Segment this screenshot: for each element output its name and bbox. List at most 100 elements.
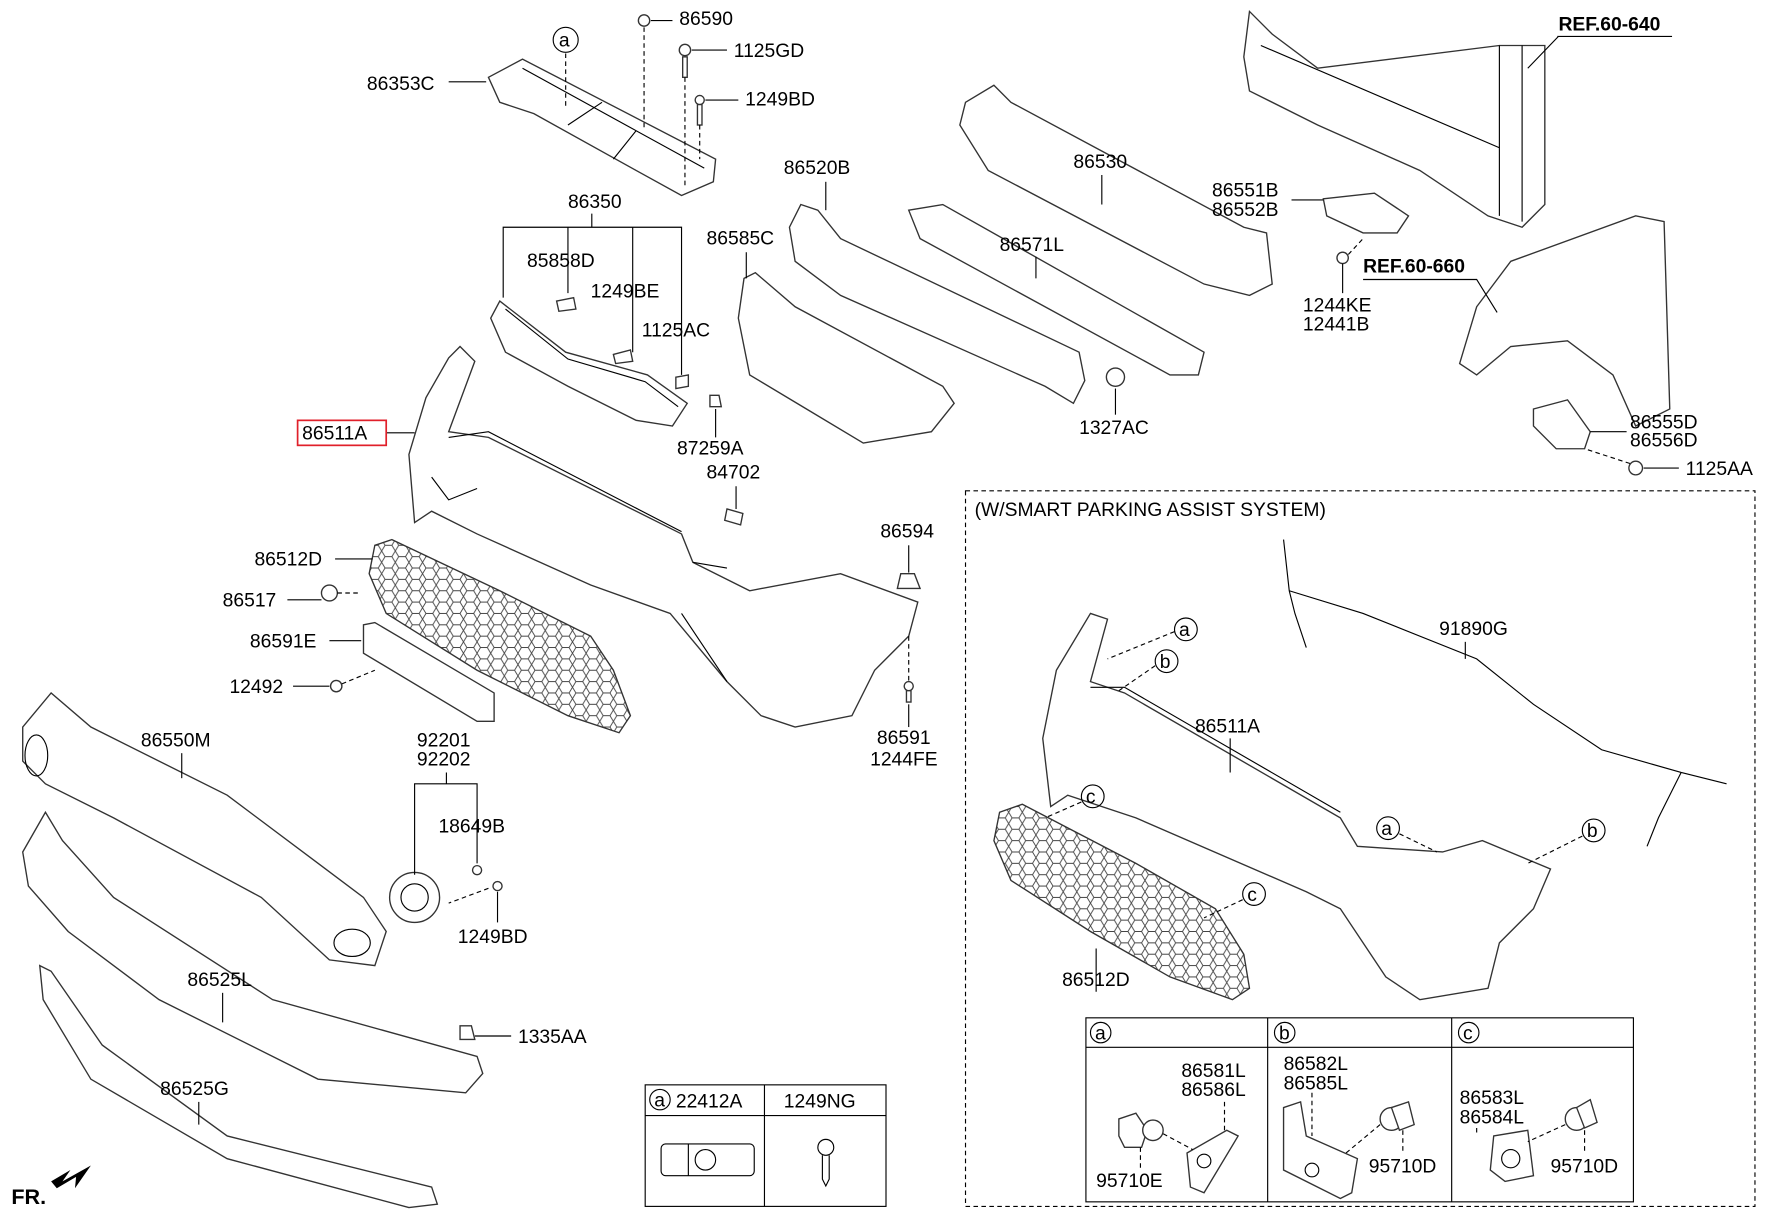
- part-86584L: 86584L: [1460, 1107, 1525, 1128]
- fastener-legend-table: a 22412A 1249NG: [644, 1084, 887, 1207]
- screw-1249BD-top[interactable]: [694, 94, 705, 160]
- screw-1244KE[interactable]: [1336, 238, 1364, 265]
- fender-ref-60-660[interactable]: [1458, 215, 1671, 427]
- bracket-86555D[interactable]: [1532, 399, 1592, 450]
- inset-title: (W/SMART PARKING ASSIST SYSTEM): [975, 500, 1326, 521]
- label-86591: 86591: [877, 728, 931, 749]
- label-86517: 86517: [223, 591, 277, 612]
- clip-86594[interactable]: [896, 573, 922, 590]
- screw-1249BE[interactable]: [612, 349, 634, 365]
- nut-1327AC[interactable]: [1105, 367, 1126, 387]
- front-direction-arrow-icon: [51, 1165, 91, 1189]
- wiring-harness-91890G[interactable]: [1282, 539, 1727, 847]
- inset-lower-grille-86512D[interactable]: [993, 803, 1251, 1001]
- bumper-cover-86511A[interactable]: [408, 345, 919, 728]
- label-86530: 86530: [1073, 152, 1127, 173]
- label-front: FR.: [11, 1184, 46, 1209]
- label-86591E: 86591E: [250, 632, 317, 653]
- label-86525G: 86525G: [160, 1079, 229, 1100]
- label-86556D: 86556D: [1630, 430, 1698, 451]
- bolt-86590[interactable]: [637, 14, 651, 131]
- part-86585L: 86585L: [1284, 1073, 1349, 1094]
- label-1125AA: 1125AA: [1686, 459, 1753, 480]
- label-84702[interactable]: [723, 508, 744, 526]
- label-1244FE: 1244FE: [870, 750, 938, 771]
- label-12441B: 12441B: [1303, 315, 1370, 336]
- clip-85858D[interactable]: [555, 296, 577, 313]
- svg-text:c: c: [1247, 885, 1257, 906]
- label-86594: 86594: [880, 521, 934, 542]
- label-1249BD-top: 1249BD: [745, 90, 815, 111]
- sensor-95710D-b: 95710D: [1369, 1156, 1437, 1177]
- inset-bumper-86511A[interactable]: [1042, 612, 1552, 1001]
- label-85858D: 85858D: [527, 251, 595, 272]
- screw-86591[interactable]: [903, 636, 914, 703]
- garnish-86525G[interactable]: [38, 964, 439, 1209]
- skid-plate-86550M[interactable]: [22, 691, 387, 967]
- label-ref-60-660[interactable]: REF.60-660: [1363, 257, 1465, 278]
- label-91890G: 91890G: [1439, 619, 1508, 640]
- label-86551B: 86551B: [1212, 181, 1279, 202]
- carrier-86585C[interactable]: [737, 271, 955, 444]
- bolt-1125AA[interactable]: [1584, 448, 1644, 476]
- plate-86591E[interactable]: [362, 621, 495, 723]
- inset-callouts: a b c c a b: [1044, 617, 1606, 919]
- label-12492: 12492: [229, 677, 283, 698]
- label-84702: 84702: [707, 462, 761, 483]
- label-ref-60-640[interactable]: REF.60-640: [1558, 15, 1660, 36]
- bracket-86551B[interactable]: [1322, 192, 1410, 234]
- part-86586L: 86586L: [1181, 1080, 1246, 1101]
- beam-86530[interactable]: [959, 84, 1273, 297]
- absorber-86520B[interactable]: [788, 203, 1086, 405]
- screw-18649B[interactable]: [471, 864, 483, 876]
- bolt-1125GD[interactable]: [678, 43, 692, 188]
- screw-1249BD-bottom[interactable]: [448, 880, 503, 904]
- label-1125AC: 1125AC: [642, 320, 710, 341]
- label-86525L: 86525L: [187, 970, 252, 991]
- label-92201: 92201: [417, 730, 471, 751]
- label-86590: 86590: [679, 9, 733, 30]
- label-86550M: 86550M: [141, 730, 211, 751]
- inset-label-86512D: 86512D: [1062, 970, 1130, 991]
- svg-text:a: a: [1179, 620, 1190, 641]
- label-86520B: 86520B: [784, 158, 851, 179]
- inset-label-86511A: 86511A: [1195, 717, 1260, 738]
- legend-part-22412A: 22412A: [676, 1092, 743, 1113]
- highlight-box-86511A: [296, 419, 388, 447]
- label-1244KE: 1244KE: [1303, 295, 1372, 316]
- part-86581L: 86581L: [1181, 1061, 1246, 1082]
- nut-87259A[interactable]: [709, 394, 723, 408]
- sensor-col-c-key: c: [1463, 1023, 1473, 1044]
- sensor-col-b-key: b: [1279, 1023, 1290, 1044]
- label-1125GD: 1125GD: [734, 41, 805, 62]
- absorber-86571L[interactable]: [907, 203, 1205, 376]
- svg-text:c: c: [1086, 787, 1096, 808]
- clip-1335AA[interactable]: [459, 1025, 476, 1041]
- screw-12492[interactable]: [329, 669, 376, 693]
- radiator-support-ref-60-640[interactable]: [1243, 9, 1546, 229]
- label-1335AA: 1335AA: [518, 1027, 587, 1048]
- label-86350: 86350: [568, 192, 622, 213]
- label-86353C: 86353C: [367, 74, 435, 95]
- svg-text:b: b: [1587, 821, 1598, 842]
- legend-part-1249NG: 1249NG: [784, 1092, 856, 1113]
- warning-label-icon: [660, 1143, 755, 1177]
- lower-grille-86512D[interactable]: [368, 538, 632, 734]
- screw-1249NG-icon: [817, 1138, 835, 1156]
- callout-a: [552, 26, 579, 53]
- label-86555D: 86555D: [1630, 412, 1698, 433]
- smart-parking-assist-inset: [964, 490, 1756, 1207]
- clip-86517[interactable]: [320, 584, 358, 602]
- fog-lamp-92201[interactable]: [388, 871, 441, 924]
- legend-key: a: [654, 1090, 665, 1111]
- label-1249BE: 1249BE: [591, 282, 660, 303]
- label-86511A: 86511A: [302, 424, 367, 445]
- grille-86350[interactable]: [489, 300, 689, 427]
- label-1249BD-bottom: 1249BD: [458, 927, 528, 948]
- label-86571L: 86571L: [1000, 235, 1065, 256]
- cover-86353C[interactable]: [487, 58, 717, 197]
- clip-1125AC[interactable]: [675, 374, 690, 390]
- svg-text:b: b: [1160, 652, 1171, 673]
- garnish-86525L[interactable]: [22, 810, 484, 1094]
